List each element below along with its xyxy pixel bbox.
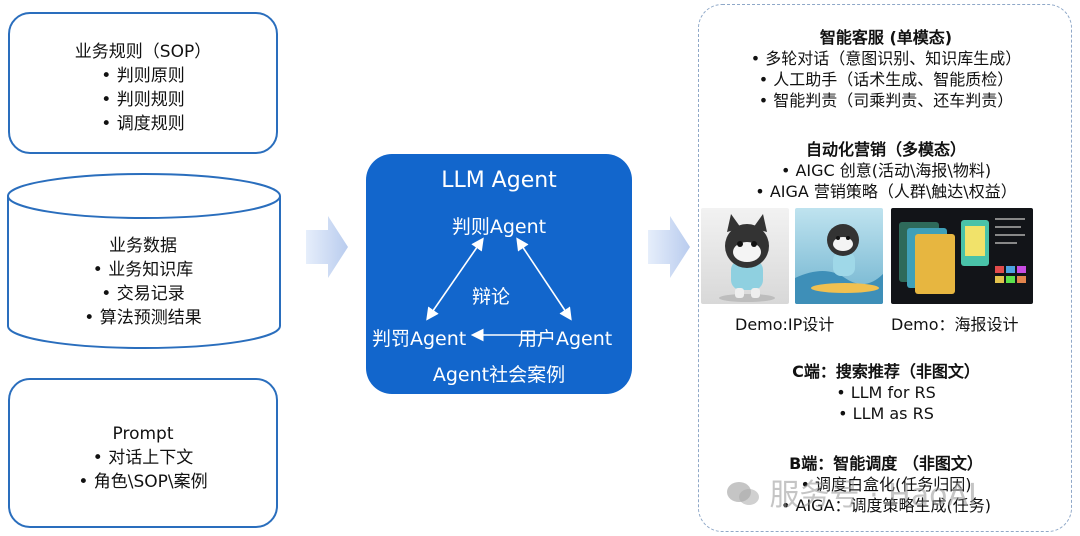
agent-society-label: Agent社会案例: [432, 364, 566, 386]
business-data-item: 算法预测结果: [8, 306, 278, 330]
marketing-section: 自动化营销（多模态） AIGC 创意(活动\海报\物料) AIGA 营销策略（人…: [699, 139, 1073, 202]
demo-poster-caption: Demo：海报设计: [891, 315, 1019, 334]
c-side-section: C端：搜索推荐（非图文） LLM for RS LLM as RS: [699, 361, 1073, 424]
marketing-item: AIGA 营销策略（人群\触达\权益）: [699, 181, 1073, 202]
demo-ip-caption: Demo:IP设计: [735, 315, 835, 334]
c-side-item: LLM for RS: [699, 382, 1073, 403]
llm-agent-box: LLM Agent 判则Agent 辩论 判罚Agent 用户Agent Age…: [366, 154, 632, 394]
business-rules-item: 判则原则: [10, 64, 276, 88]
c-side-title: C端：搜索推荐（非图文）: [792, 362, 980, 381]
marketing-title: 自动化营销（多模态）: [805, 140, 966, 159]
wechat-icon: [727, 482, 759, 505]
llm-agent-title: LLM Agent: [441, 168, 557, 193]
watermark-text: 服务号 · HaoAI: [769, 478, 977, 513]
business-rules-item: 判则规则: [10, 88, 276, 112]
marketing-item: AIGC 创意(活动\海报\物料): [699, 160, 1073, 181]
prompt-item: 角色\SOP\案例: [10, 470, 276, 494]
debate-arrows: [426, 237, 572, 342]
business-data-item: 交易记录: [8, 282, 278, 306]
user-agent-label: 用户Agent: [518, 328, 613, 350]
smart-cs-item: 智能判责（司乘判责、还车判责）: [699, 90, 1073, 111]
b-side-item: 调度白盒化(任务归因): [699, 474, 1073, 495]
right-arrow-icon: [306, 216, 348, 278]
b-side-section: B端：智能调度 （非图文） 调度白盒化(任务归因) AIGA：调度策略生成(任务…: [699, 453, 1073, 516]
smart-cs-item: 人工助手（话术生成、智能质检）: [699, 69, 1073, 90]
prompt-content: Prompt 对话上下文 角色\SOP\案例: [10, 422, 276, 494]
right-arrow-icon: [648, 216, 690, 278]
business-data-content: 业务数据 业务知识库 交易记录 算法预测结果: [8, 234, 278, 330]
prompt-item: 对话上下文: [10, 446, 276, 470]
business-data-item: 业务知识库: [8, 258, 278, 282]
b-side-item: AIGA：调度策略生成(任务): [699, 495, 1073, 516]
smart-cs-title: 智能客服 (单模态): [819, 28, 953, 47]
smart-cs-item: 多轮对话（意图识别、知识库生成）: [699, 48, 1073, 69]
smart-cs-section: 智能客服 (单模态) 多轮对话（意图识别、知识库生成） 人工助手（话术生成、智能…: [699, 27, 1073, 111]
prompt-box: Prompt 对话上下文 角色\SOP\案例: [8, 378, 278, 528]
business-rules-item: 调度规则: [10, 112, 276, 136]
watermark: 服务号 · HaoAI: [726, 470, 977, 514]
b-side-title: B端：智能调度 （非图文）: [789, 454, 983, 473]
business-rules-box: 业务规则（SOP） 判则原则 判则规则 调度规则: [8, 12, 278, 154]
c-side-item: LLM as RS: [699, 403, 1073, 424]
punish-agent-label: 判罚Agent: [372, 328, 467, 350]
business-data-title: 业务数据: [109, 236, 177, 256]
judge-agent-label: 判则Agent: [451, 216, 547, 238]
prompt-title: Prompt: [112, 424, 174, 444]
business-rules-content: 业务规则（SOP） 判则原则 判则规则 调度规则: [10, 40, 276, 136]
applications-box: 智能客服 (单模态) 多轮对话（意图识别、知识库生成） 人工助手（话术生成、智能…: [698, 4, 1072, 532]
business-rules-title: 业务规则（SOP）: [74, 42, 212, 62]
poster-design-image: [891, 208, 1033, 304]
ip-surfing-image: [795, 208, 883, 304]
ip-mascot-image: [701, 208, 789, 304]
